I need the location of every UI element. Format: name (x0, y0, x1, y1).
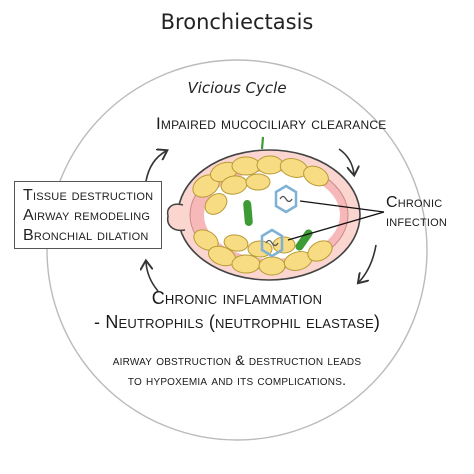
virus (274, 184, 298, 214)
footnote-line: to hypoxemia and its complications. (127, 372, 347, 388)
cycle-title: Vicious Cycle (187, 79, 287, 97)
step-chronic-inflammation: Chronic inflammation (151, 288, 323, 308)
arrow-left-to-top (145, 151, 166, 182)
pointer-line (299, 200, 385, 213)
step-neutrophils: - Neutrophils (neutrophil elastase) (93, 312, 381, 332)
airway-branch (166, 203, 186, 232)
step-chronic-infection-line: Chronic (386, 194, 443, 211)
footnote-line: airway obstruction & destruction leads (112, 352, 362, 368)
step-impaired-clearance: Impaired mucociliary clearance (156, 114, 387, 133)
neutrophil-cluster (192, 155, 333, 276)
arrow-top-to-right (338, 148, 354, 174)
page-title: Bronchiectasis (160, 10, 314, 34)
step-bronchial-dilation: Bronchial dilation (23, 227, 149, 244)
step-tissue-destruction: Tissue destruction (23, 187, 154, 204)
step-chronic-infection-line: infection (386, 213, 448, 230)
step-airway-remodeling: Airway remodeling (23, 207, 151, 224)
step-tissue-destruction-box: Tissue destruction Airway remodeling Bro… (14, 181, 162, 249)
virus (260, 228, 284, 258)
cycle-circle (46, 59, 428, 441)
pointer-line (287, 211, 385, 241)
cilium (260, 136, 265, 150)
bacterium (243, 200, 253, 226)
arrow-bottom-to-left (146, 262, 159, 292)
step-chronic-infection: Chronic infection (386, 193, 447, 231)
arrow-right-to-bottom (359, 244, 377, 282)
